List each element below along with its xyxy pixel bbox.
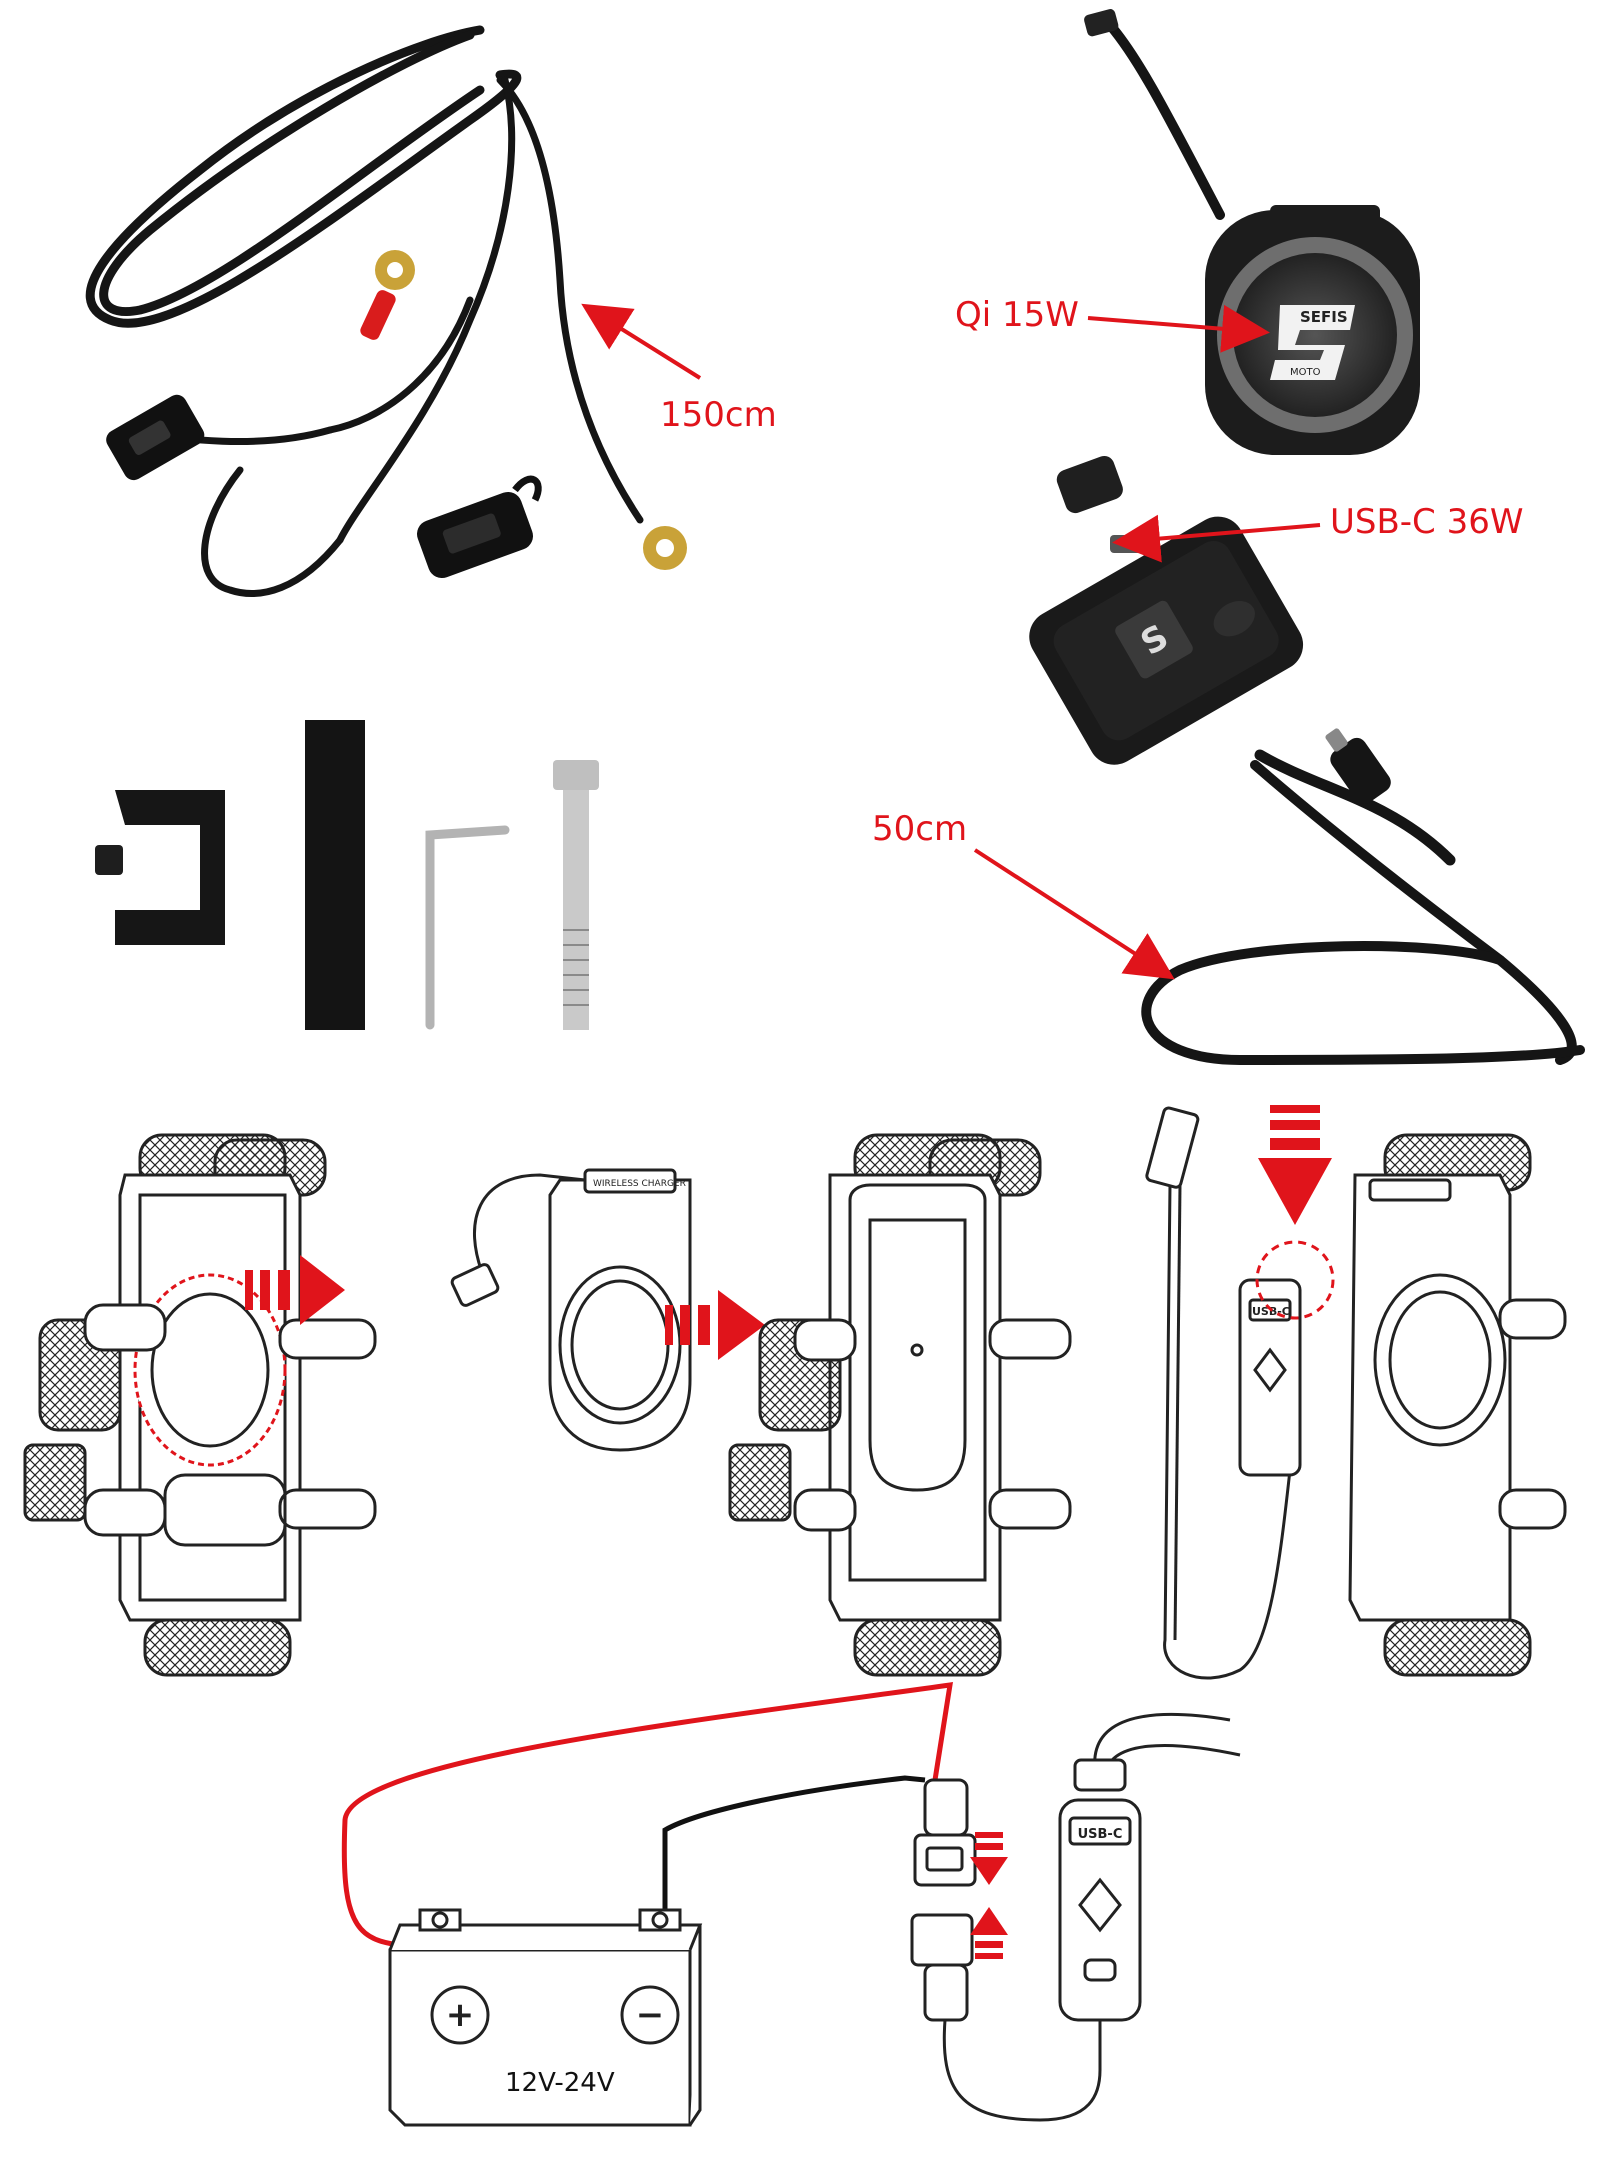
negative-symbol: − [636, 1995, 665, 2035]
brand-bottom-text: MOTO [1290, 367, 1321, 378]
step-4-diagram: USB-C [1145, 1106, 1567, 1680]
sefis-logo-icon: SEFIS MOTO [1270, 305, 1355, 380]
label-qi-15w: Qi 15W [955, 295, 1079, 335]
callout-arrow-usbc [1112, 514, 1321, 563]
bolt-icon [553, 760, 599, 1030]
battery-voltage-label: 12V-24V [505, 2068, 615, 2098]
wireless-pad-photo: SEFIS MOTO [1084, 9, 1420, 455]
mounting-hardware-photo [95, 720, 599, 1030]
ring-terminal-icon [360, 250, 415, 340]
step-3-holder-diagram [728, 1133, 1072, 1677]
label-usbc-36w: USB-C 36W [1330, 502, 1524, 542]
module-label-text: USB-C [1078, 1827, 1123, 1842]
usbc-module-diagram [1058, 1713, 1241, 2070]
rubber-pad-icon [305, 720, 365, 1030]
callout-arrow-qi [1087, 304, 1270, 353]
sae-connector-icon [106, 394, 205, 481]
positive-symbol: + [446, 1995, 475, 2035]
label-50cm: 50cm [872, 809, 968, 849]
clamp-bracket-icon [95, 790, 225, 945]
ring-terminal-icon [643, 526, 687, 570]
sae-plug-bottom-icon [910, 1913, 1102, 2122]
removal-arrow-icon [245, 1255, 345, 1325]
usbc-module-photo: S [1029, 455, 1585, 1066]
sae-plug-top-icon [913, 1778, 977, 1887]
fuse-holder-icon [417, 475, 542, 579]
power-harness-photo [85, 25, 687, 597]
step-1-diagram [23, 1133, 377, 1677]
hex-key-icon [425, 825, 510, 1030]
callout-arrow-150cm [581, 303, 702, 380]
brand-top-text: SEFIS [1300, 308, 1348, 326]
callout-arrow-50cm [973, 848, 1175, 980]
label-150cm: 150cm [660, 395, 777, 435]
down-arrow-icon [1258, 1105, 1332, 1225]
battery-wiring-diagram: + − USB-C [341, 1682, 1241, 2127]
pad-label-text: WIRELESS CHARGER [593, 1179, 686, 1189]
step-2-pad-diagram: WIRELESS CHARGER [450, 1168, 692, 1452]
connect-arrows-icon [970, 1832, 1008, 1959]
battery-icon [388, 1908, 703, 2127]
insert-arrow-icon [665, 1290, 765, 1360]
